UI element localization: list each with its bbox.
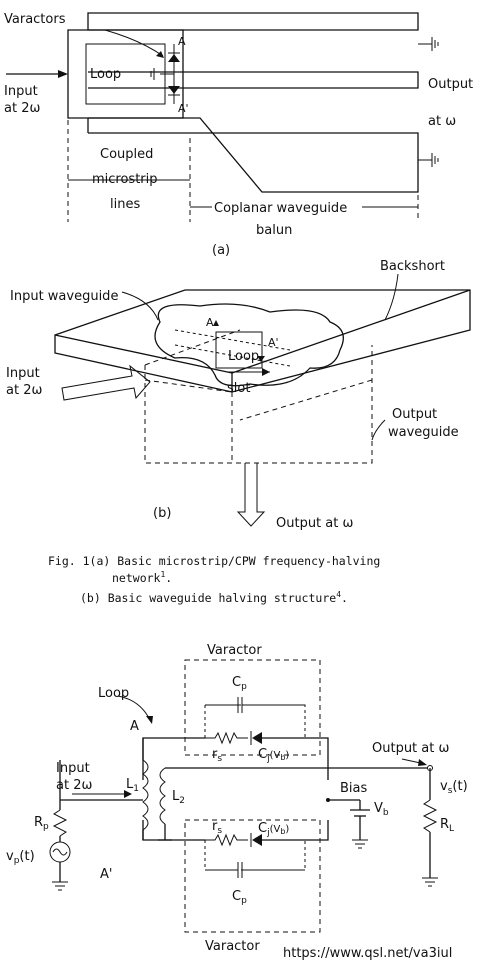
fig-a-output-label: Output xyxy=(428,77,473,92)
fig-b-output-waveguide-label-2: waveguide xyxy=(388,425,459,440)
vb-label: V xyxy=(374,801,383,816)
fig-b-backshort-label: Backshort xyxy=(380,259,445,274)
input-freq-label: at 2ω xyxy=(56,778,92,793)
rl-label: R xyxy=(440,817,449,832)
input-label: Input xyxy=(56,761,90,776)
node-a-prime-label: A' xyxy=(100,867,112,882)
fig-a-coupled-label: Coupled xyxy=(100,147,153,162)
svg-text:Cj(Vb): Cj(Vb) xyxy=(258,747,289,764)
svg-text:vs(t): vs(t) xyxy=(440,779,468,796)
fig-b-output-arrow xyxy=(236,463,266,527)
l2-inductor xyxy=(159,767,166,825)
caption-line-3: (b) Basic waveguide halving structure xyxy=(80,591,336,605)
cj-bottom-diode xyxy=(252,834,262,846)
fig-b-output-waveguide-label: Output xyxy=(392,407,437,422)
fig-b-slot-label: slot xyxy=(227,381,250,396)
fig-b-output-waveguide xyxy=(144,345,373,464)
bias-label: Bias xyxy=(340,781,367,796)
cp-bottom-label: C xyxy=(232,889,241,904)
fig-a-varactors-pointer xyxy=(104,29,164,57)
svg-text:rs: rs xyxy=(212,819,222,836)
vp-label: v xyxy=(6,849,14,864)
l1-inductor xyxy=(142,759,149,831)
fig-a-input-label: Input xyxy=(4,84,38,99)
fig-b-waveguide-structure: Backshort Input waveguide A A' Loop slot… xyxy=(6,259,471,531)
loop-label: Loop xyxy=(98,686,129,701)
fig-a-microstrip-label: microstrip xyxy=(92,172,158,187)
fig-a-input-freq-label: at 2ω xyxy=(4,101,40,116)
fig-b-input-arrow xyxy=(61,364,151,401)
vs-label: v xyxy=(440,779,448,794)
svg-text:L1: L1 xyxy=(126,777,139,794)
fig-b-input-waveguide-label: Input waveguide xyxy=(10,289,118,304)
fig-a-input-arrow xyxy=(58,70,68,78)
watermark-url: https://www.qsl.net/va3iul xyxy=(283,946,452,961)
svg-text:vp(t): vp(t) xyxy=(6,849,35,866)
varactor-top-label: Varactor xyxy=(207,643,262,658)
fig-b-a-prime-label: A' xyxy=(268,336,279,349)
node-a-label: A xyxy=(130,719,139,734)
fig-b-loop-label: Loop xyxy=(228,349,259,364)
rl-resistor xyxy=(422,799,438,833)
svg-text:RL: RL xyxy=(440,817,454,834)
cj-top-label: C xyxy=(258,747,267,762)
fig-b-cutaway xyxy=(154,303,344,387)
rs-bottom-resistor xyxy=(205,833,248,847)
rp-resistor xyxy=(52,809,68,837)
fig-b-caption-letter: (b) xyxy=(153,506,171,521)
output-label: Output at ω xyxy=(372,741,449,756)
svg-text:L2: L2 xyxy=(172,789,185,806)
fig-b-input-label: Input xyxy=(6,366,40,381)
fig-a-caption-letter: (a) xyxy=(212,243,230,258)
fig-a-microstrip-network: Varactors Loop A A' Input at 2ω Output a… xyxy=(4,12,473,258)
fig-a-loop xyxy=(85,43,166,105)
fig-a-varactors-label: Varactors xyxy=(4,12,66,27)
fig-a-center-strip xyxy=(88,71,419,89)
svg-text:rs: rs xyxy=(212,747,222,764)
l1-label: L xyxy=(126,777,134,792)
fig-a-lines-label: lines xyxy=(110,197,140,212)
varactor-bottom-box xyxy=(184,819,321,933)
cj-bottom-label: C xyxy=(258,821,267,836)
fig-a-a-prime-label: A' xyxy=(178,102,189,115)
fig-a-top-strip xyxy=(87,12,419,31)
fig-a-output-freq-label: at ω xyxy=(428,114,456,129)
fig-b-a-label: A xyxy=(206,316,214,329)
fig-a-loop-frame xyxy=(67,29,184,119)
l2-label: L xyxy=(172,789,180,804)
fig-a-cpw-label: Coplanar waveguide xyxy=(214,201,347,216)
fig-a-loop-label: Loop xyxy=(90,67,121,82)
fig-a-balun-label: balun xyxy=(256,223,292,238)
equivalent-circuit: Varactor Cp Loop A rs Cj(Vb) Output at ω… xyxy=(6,643,468,954)
cj-top-diode xyxy=(252,732,262,744)
fig-a-varactor-diodes xyxy=(150,44,180,104)
svg-text:Vb: Vb xyxy=(374,801,389,818)
svg-text:Cj(Vb): Cj(Vb) xyxy=(258,821,289,838)
input-arrow xyxy=(124,790,132,798)
fig-a-ground-symbols xyxy=(418,37,439,167)
rs-top-resistor xyxy=(205,731,248,745)
figure-caption: Fig. 1(a) Basic microstrip/CPW frequency… xyxy=(48,554,380,605)
varactor-bottom-label: Varactor xyxy=(205,939,260,954)
fig-b-input-waveguide xyxy=(54,289,471,393)
caption-line-2: network xyxy=(112,571,161,585)
varactor-top-box xyxy=(184,659,321,756)
svg-text:Cp: Cp xyxy=(232,675,247,692)
caption-line-1: Fig. 1(a) Basic microstrip/CPW frequency… xyxy=(48,554,380,568)
fig-b-input-freq-label: at 2ω xyxy=(6,383,42,398)
cp-top-label: C xyxy=(232,675,241,690)
fig-a-a-label: A xyxy=(178,35,186,48)
svg-text:Cp: Cp xyxy=(232,889,247,906)
svg-text:(b) Basic waveguide halving st: (b) Basic waveguide halving structure4. xyxy=(80,590,348,605)
rs-bottom-label: r xyxy=(212,819,218,834)
rp-label: R xyxy=(34,815,43,830)
svg-text:network1.: network1. xyxy=(112,570,172,585)
rs-top-label: r xyxy=(212,747,218,762)
svg-text:Rp: Rp xyxy=(34,815,49,832)
fig-b-output-label: Output at ω xyxy=(276,516,353,531)
